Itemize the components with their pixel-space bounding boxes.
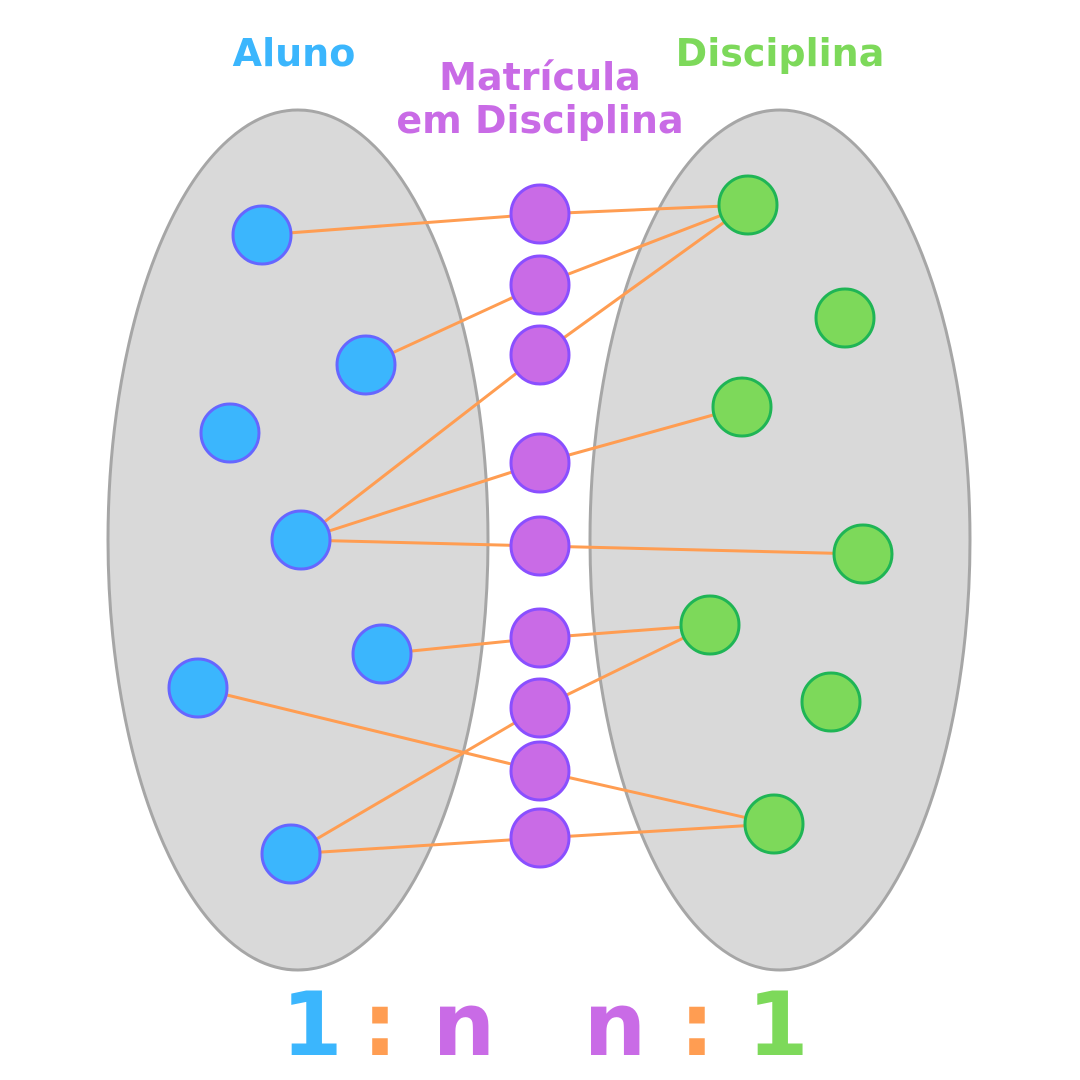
matricula-node-2 — [509, 254, 571, 316]
edge-matricula-disciplina-4 — [539, 405, 743, 465]
disciplina-node-4 — [832, 523, 894, 585]
aluno-node-3 — [199, 402, 261, 464]
edge-aluno-matricula-1 — [261, 212, 541, 237]
matricula-node-1 — [509, 183, 571, 245]
ratio-right-n: n — [584, 973, 647, 1076]
relationship-edges — [197, 203, 864, 856]
edge-matricula-disciplina-7 — [539, 623, 711, 710]
edge-aluno-matricula-8 — [197, 686, 541, 773]
ratio-left-n: n — [433, 973, 496, 1076]
edge-aluno-matricula-5 — [300, 538, 541, 548]
matricula-node-4 — [509, 432, 571, 494]
edge-matricula-disciplina-9 — [539, 822, 775, 840]
disciplina-title: Disciplina — [676, 31, 885, 75]
ratio-left-one: 1 — [281, 973, 342, 1076]
matricula-node-6 — [509, 607, 571, 669]
edge-aluno-matricula-7 — [290, 706, 541, 856]
edge-aluno-matricula-9 — [290, 836, 541, 856]
aluno-node-4 — [270, 509, 332, 571]
aluno-node-6 — [167, 657, 229, 719]
entity-nodes — [167, 174, 894, 885]
matricula-node-3 — [509, 324, 571, 386]
matricula-title-line2: em Disciplina — [396, 98, 683, 142]
edge-aluno-matricula-4 — [300, 461, 541, 542]
edge-aluno-matricula-2 — [365, 283, 541, 367]
disciplina-node-6 — [800, 671, 862, 733]
aluno-node-7 — [260, 823, 322, 885]
disciplina-node-7 — [743, 793, 805, 855]
aluno-title: Aluno — [233, 31, 356, 75]
ratio-left-colon: : — [362, 973, 397, 1076]
edge-matricula-disciplina-8 — [539, 769, 775, 826]
disciplina-set-ellipse — [588, 108, 972, 972]
disciplina-node-2 — [814, 287, 876, 349]
matricula-node-7 — [509, 677, 571, 739]
aluno-node-2 — [335, 334, 397, 396]
edge-aluno-matricula-3 — [300, 353, 541, 542]
edge-matricula-disciplina-5 — [539, 544, 864, 556]
edge-matricula-disciplina-3 — [539, 203, 749, 357]
matricula-node-9 — [509, 807, 571, 869]
aluno-node-1 — [231, 204, 293, 266]
matricula-title-line1: Matrícula — [439, 55, 641, 99]
edge-matricula-disciplina-1 — [539, 203, 749, 216]
disciplina-node-3 — [711, 376, 773, 438]
disciplina-node-1 — [717, 174, 779, 236]
matricula-node-5 — [509, 515, 571, 577]
disciplina-node-5 — [679, 594, 741, 656]
matricula-node-8 — [509, 740, 571, 802]
edge-matricula-disciplina-2 — [539, 203, 749, 287]
ratio-right-colon: : — [679, 973, 714, 1076]
aluno-node-5 — [351, 623, 413, 685]
ratio-right-one: 1 — [747, 973, 808, 1076]
